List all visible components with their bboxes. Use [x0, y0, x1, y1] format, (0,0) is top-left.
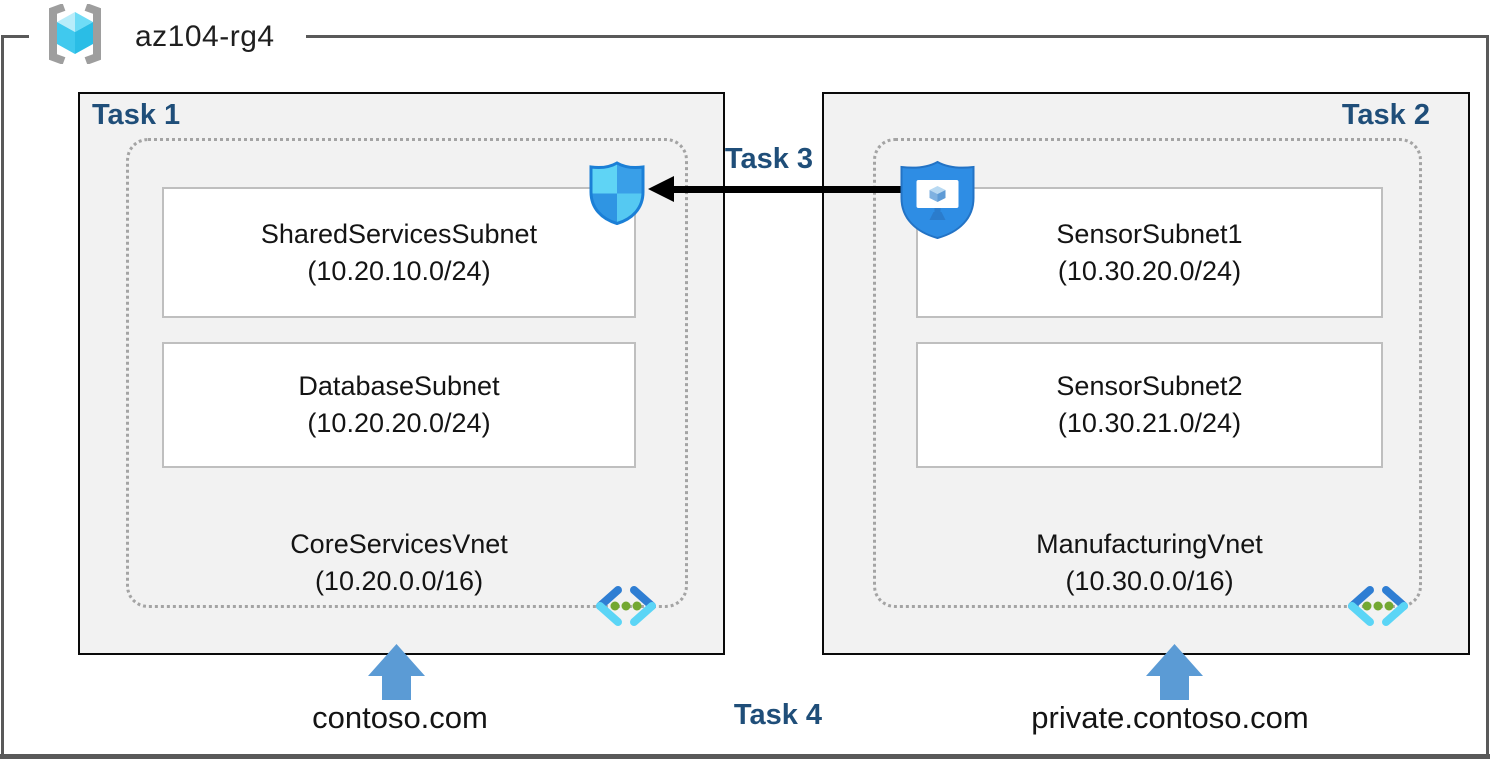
subnet-name: DatabaseSubnet — [298, 371, 500, 401]
subnet-box-database: DatabaseSubnet (10.20.20.0/24) — [162, 342, 636, 468]
manufacturing-vnet-label: ManufacturingVnet (10.30.0.0/16) — [916, 520, 1383, 606]
subnet-box-sharedservices: SharedServicesSubnet (10.20.10.0/24) — [162, 187, 636, 318]
resource-group-label: az104-rg4 — [135, 20, 275, 53]
subnet-cidr: (10.20.20.0/24) — [307, 408, 491, 438]
frame-border-top-stub — [1, 35, 29, 38]
frame-border-left — [1, 35, 4, 755]
vnet-name: ManufacturingVnet — [1036, 529, 1263, 559]
subnet-name: SharedServicesSubnet — [260, 218, 538, 249]
frame-border-top — [306, 35, 1488, 38]
blue-up-arrow-icon — [1146, 644, 1203, 700]
subnet-cidr: (10.30.21.0/24) — [1057, 408, 1242, 438]
dns-zone-label-private-contoso: private.contoso.com — [1031, 700, 1309, 735]
task3-arrow-line — [670, 186, 902, 193]
dns-zone-label-contoso: contoso.com — [312, 700, 488, 735]
virtual-network-icon — [596, 586, 656, 626]
subnet-box-sensor2: SensorSubnet2 (10.30.21.0/24) — [916, 342, 1383, 468]
frame-border-bottom — [0, 754, 1490, 759]
task3-label: Task 3 — [724, 143, 814, 175]
task2-label: Task 2 — [1341, 99, 1430, 131]
task3-arrow-head — [648, 176, 674, 202]
resource-group-icon — [49, 4, 101, 64]
nsg-shield-icon — [589, 161, 645, 225]
blue-up-arrow-icon — [368, 644, 425, 700]
coreservices-vnet-label: CoreServicesVnet (10.20.0.0/16) — [162, 520, 636, 606]
frame-border-right — [1486, 35, 1489, 755]
subnet-name: SensorSubnet1 — [1056, 218, 1243, 249]
vnet-name: CoreServicesVnet — [290, 529, 508, 559]
vnet-cidr: (10.30.0.0/16) — [1065, 566, 1234, 596]
subnet-box-sensor1: SensorSubnet1 (10.30.20.0/24) — [916, 187, 1383, 318]
subnet-cidr: (10.20.10.0/24) — [307, 255, 491, 286]
subnet-cidr: (10.30.20.0/24) — [1057, 255, 1242, 286]
vnet-cidr: (10.20.0.0/16) — [314, 566, 484, 596]
coreservices-vnet-boundary — [126, 138, 688, 608]
subnet-name: SensorSubnet2 — [1056, 371, 1243, 401]
asg-shield-icon — [900, 160, 975, 240]
task4-label: Task 4 — [733, 699, 823, 731]
manufacturing-vnet-boundary — [873, 138, 1422, 608]
task1-label: Task 1 — [92, 99, 181, 131]
virtual-network-icon — [1348, 586, 1408, 626]
